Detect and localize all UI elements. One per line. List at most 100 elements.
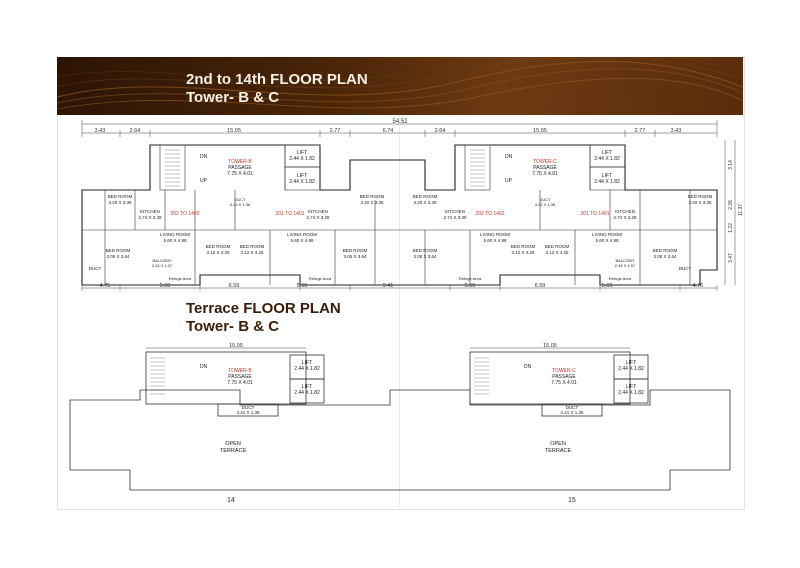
terrace-passage-right: PASSAGE: [552, 374, 576, 380]
flats-right-c: 201 TO 1401: [580, 211, 609, 217]
duct-mid-right-size: 4.41 X 1.36: [535, 202, 556, 207]
page-number-left: 14: [227, 497, 235, 504]
page-gutter: [399, 115, 400, 508]
living-left-2-size: 5.60 X 4.88: [290, 238, 314, 243]
lift-b-2-size: 2.44 X 1.82: [289, 179, 315, 185]
bedroom-305-right-size: 3.05 X 3.64: [413, 254, 437, 259]
kitchen-right2-label: KITCHEN: [615, 209, 635, 214]
duct-mid-right-label: DUCT: [539, 197, 551, 202]
top-dimension-lines: [81, 120, 718, 137]
bottom-dim-7: 6.59: [535, 283, 546, 289]
balcony-right-size: 2.44 X 1.07: [615, 263, 636, 268]
bedroom-305-left2-label: BED ROOM: [343, 248, 368, 253]
terrace-tower-b: TOWER-B: [228, 368, 252, 374]
lift-b-2-label: LIFT: [297, 173, 307, 179]
page-number-right: 15: [568, 497, 576, 504]
kitchen-right-label: KITCHEN: [445, 209, 465, 214]
top-dim-5: 6.74: [383, 128, 394, 134]
living-right-2-size: 5.60 X 4.88: [595, 238, 619, 243]
terrace-lift-1-right-size: 2.44 X 1.82: [618, 366, 644, 372]
open-terrace-left-1: OPEN: [225, 441, 241, 447]
kitchen-right2-size: 2.74 X 3.28: [613, 215, 637, 220]
bedroom-312-a-size: 3.12 X 4.25: [206, 250, 230, 255]
kitchen-left-label: KITCHEN: [140, 209, 160, 214]
header-banner: [57, 57, 743, 115]
flats-right-b: 201 TO 1401: [275, 211, 304, 217]
terrace-stair-hatching: [150, 357, 489, 395]
terrace-passage-right-size: 7.75 X 4.01: [551, 380, 577, 386]
floor-plan-title: 2nd to 14th FLOOR PLAN: [186, 71, 368, 88]
top-dim-7: 15.05: [533, 128, 547, 134]
bedroom-335-mid2-label: BED ROOM: [413, 194, 438, 199]
refuge-right2-label: Refuge Area: [609, 276, 632, 281]
duct-mid-left-size: 4.41 X 1.36: [230, 202, 251, 207]
open-terrace-right-2: TERRACE: [545, 448, 572, 454]
side-dim-2: 2.36: [728, 200, 734, 210]
terrace-passage-left: PASSAGE: [228, 374, 252, 380]
flats-left-b: 202 TO 1402: [170, 211, 199, 217]
top-dim-1: 3.43: [95, 128, 106, 134]
bedroom-312-d-label: BED ROOM: [545, 244, 570, 249]
bedroom-305-right2-size: 3.05 X 3.64: [653, 254, 677, 259]
passage-c-size: 7.75 X 4.01: [532, 171, 558, 177]
terrace-duct-right-size: 4.41 X 1.36: [560, 410, 584, 415]
bedroom-335-mid-size: 3.20 X 3.35: [360, 200, 384, 205]
bottom-dim-9: 4.76: [693, 283, 704, 289]
interior-walls: [82, 144, 717, 285]
terrace-duct-left: DUCT: [242, 405, 255, 410]
bottom-dim-4: 5.60: [297, 283, 308, 289]
passage-b-label: PASSAGE: [228, 165, 252, 171]
bedroom-335-mid-label: BED ROOM: [360, 194, 385, 199]
top-dim-3: 15.05: [227, 128, 241, 134]
bottom-dim-3: 6.59: [229, 283, 240, 289]
living-left-2-label: LIVING ROOM: [287, 232, 317, 237]
terrace-width-right: 15.05: [543, 343, 557, 349]
lift-b-1-size: 2.44 X 1.82: [289, 156, 315, 162]
terrace-tower-c: TOWER-C: [552, 368, 576, 374]
terrace-lift-2-left: LIFT: [302, 384, 312, 390]
balcony-right-label: BALCONY: [615, 258, 634, 263]
bedroom-305-left-size: 3.05 X 3.64: [106, 254, 130, 259]
bedroom-335-mid2-size: 3.20 X 3.35: [413, 200, 437, 205]
bottom-dim-8: 5.60: [602, 283, 613, 289]
top-dim-6: 2.64: [435, 128, 446, 134]
terrace-lift-2-right-size: 2.44 X 1.82: [618, 390, 644, 396]
tower-b-label: TOWER-B: [228, 159, 252, 165]
living-left-size: 5.60 X 4.88: [163, 238, 187, 243]
overall-width-dim: 54.52: [392, 119, 408, 125]
terrace-lift-1-right: LIFT: [626, 360, 636, 366]
terrace-dn-left: DN: [200, 364, 208, 370]
terrace-lift-2-right: LIFT: [626, 384, 636, 390]
top-dim-9: 3.43: [671, 128, 682, 134]
bedroom-312-a-label: BED ROOM: [206, 244, 231, 249]
refuge-left-label: Refuge Area: [169, 276, 192, 281]
bedroom-335-left-size: 3.20 X 3.35: [108, 200, 132, 205]
bedroom-305-left2-size: 3.05 X 3.64: [343, 254, 367, 259]
bedroom-305-left-label: BED ROOM: [106, 248, 131, 253]
lift-c-1-size: 2.44 X 1.82: [594, 156, 620, 162]
bedroom-335-right-size: 3.20 X 3.35: [688, 200, 712, 205]
terrace-width-left: 15.05: [229, 343, 243, 349]
top-dim-8: 2.77: [635, 128, 646, 134]
balcony-left-size: 2.44 X 1.07: [152, 263, 173, 268]
duct-mid-left-label: DUCT: [234, 197, 246, 202]
bedroom-312-b-label: BED ROOM: [240, 244, 265, 249]
open-terrace-left-2: TERRACE: [220, 448, 247, 454]
duct-right-label: DUCT: [679, 266, 692, 271]
bottom-dimension-lines: [81, 285, 718, 291]
kitchen-left2-label: KITCHEN: [308, 209, 328, 214]
lift-b-1-label: LIFT: [297, 150, 307, 156]
refuge-right-label: Refuge Area: [459, 276, 482, 281]
terrace-passage-left-size: 7.75 X 4.01: [227, 380, 253, 386]
passage-b-size: 7.75 X 4.01: [227, 171, 253, 177]
dn-label-c: DN: [505, 154, 513, 160]
terrace-lift-1-left: LIFT: [302, 360, 312, 366]
bedroom-335-left-label: BED ROOM: [108, 194, 133, 199]
bedroom-305-right2-label: BED ROOM: [653, 248, 678, 253]
bedroom-312-d-size: 3.12 X 4.25: [545, 250, 569, 255]
balcony-left-label: BALCONY: [152, 258, 171, 263]
side-dim-5: 3.47: [728, 253, 734, 263]
up-label-b: UP: [200, 178, 208, 184]
terrace-plan-subtitle: Tower- B & C: [186, 318, 280, 335]
